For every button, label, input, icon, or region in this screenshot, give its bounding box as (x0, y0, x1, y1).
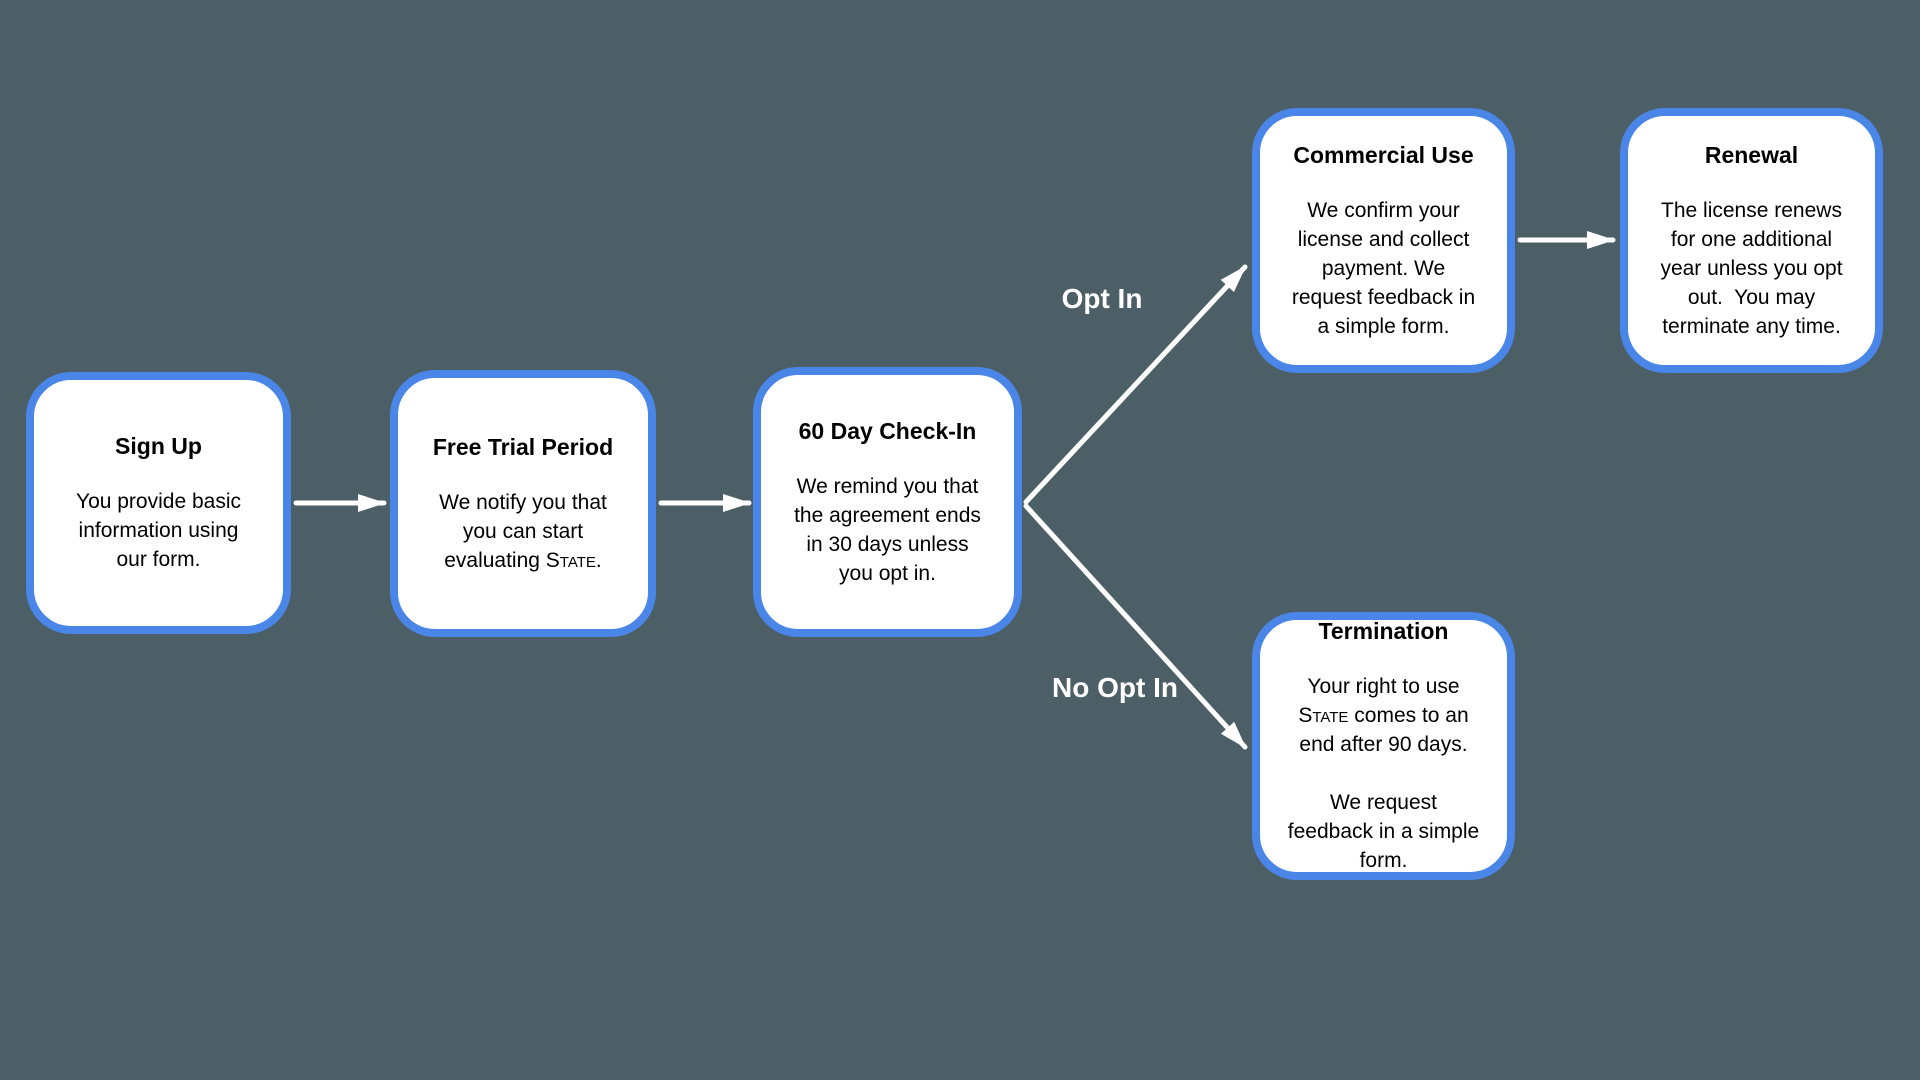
node-body: The license renews for one additional ye… (1660, 198, 1843, 338)
node-title: Commercial Use (1293, 141, 1474, 168)
node-title: Sign Up (115, 433, 202, 459)
node-commercial-use: Commercial Use We confirm your license a… (1252, 108, 1515, 373)
arrow-checkin-to-termination (1023, 503, 1248, 750)
node-title: Renewal (1704, 141, 1799, 168)
node-sign-up: Sign Up You provide basic information us… (26, 372, 291, 634)
node-body-text: evaluating (444, 548, 546, 572)
node-body-text: end after 90 days. (1299, 733, 1468, 756)
node-body: You provide basic information using our … (75, 490, 241, 571)
node-60-day-check-in: 60 Day Check-In We remind you that the a… (753, 367, 1022, 637)
node-title: Termination (1318, 618, 1449, 644)
node-body-text: . (595, 548, 602, 572)
node-title: 60 Day Check-In (798, 417, 977, 444)
node-body-lines: We notify you that you can start (439, 490, 607, 543)
node-body: We confirm your license and collect paym… (1291, 198, 1476, 338)
node-body-text: comes to an (1348, 704, 1469, 727)
state-wordmark: State (1298, 704, 1349, 727)
node-body: We notify you that you can start evaluati… (439, 488, 607, 575)
node-body-text: Your right to use (1307, 675, 1460, 698)
state-wordmark: State (545, 548, 596, 572)
label-no-opt-in: No Opt In (1052, 672, 1178, 703)
node-free-trial-period: Free Trial Period We notify you that you… (390, 370, 656, 637)
node-body: We remind you that the agreement ends in… (794, 474, 981, 585)
node-body-paragraph: We request feedback in a simple form. (1287, 791, 1480, 872)
node-renewal: Renewal The license renews for one addit… (1620, 108, 1883, 373)
label-opt-in: Opt In (1061, 283, 1143, 314)
node-title: Free Trial Period (432, 433, 614, 460)
